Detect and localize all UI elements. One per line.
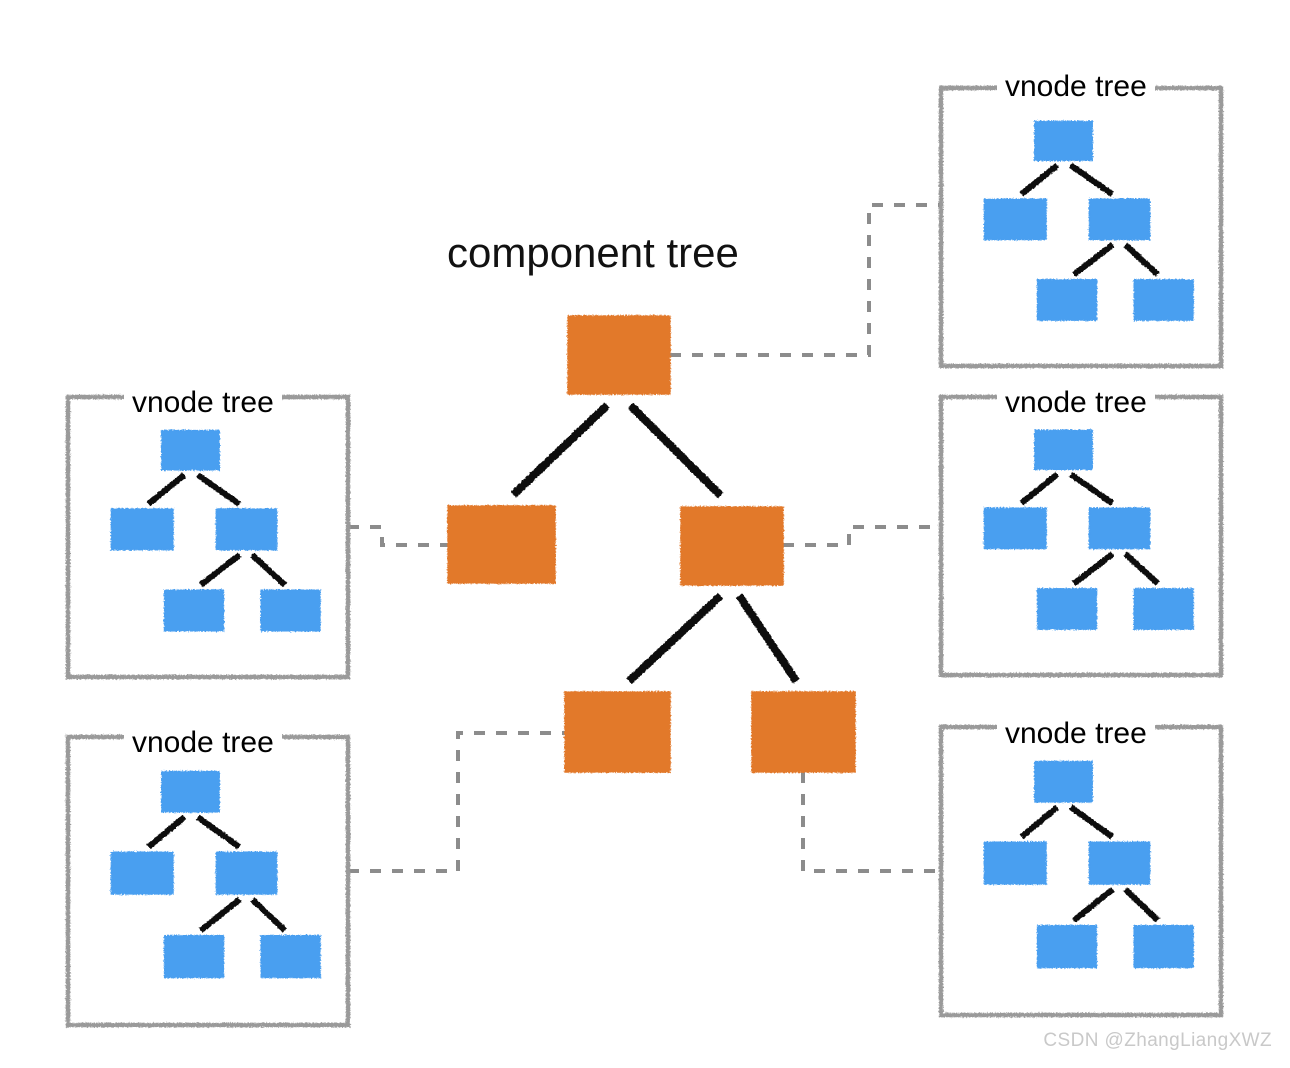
connector-middle-left [348, 525, 448, 547]
vnode-edge [1019, 804, 1060, 840]
vnode-edge [196, 472, 241, 507]
vnode-edge [1019, 163, 1060, 197]
vnode-tree-bottom-right [983, 760, 1194, 969]
component-node-child-left [447, 505, 556, 584]
vnode-box-v-leaf1 [1036, 279, 1098, 321]
vnode-box-v-leaf2 [260, 589, 321, 632]
connector-bottom-right [801, 772, 941, 873]
component-edge-root-to-child-left [510, 402, 611, 498]
component-tree-edges-group [510, 402, 800, 685]
vnode-box-v-right [1088, 507, 1151, 550]
vnode-edge [196, 814, 241, 850]
vnode-box-v-leaf2 [260, 934, 321, 979]
vnode-edge [250, 552, 287, 588]
vnode-box-v-left [110, 508, 174, 551]
vnode-tree-title-bottom-right: vnode tree [997, 719, 1155, 749]
connector-middle-right [783, 525, 941, 547]
vnode-tree-title-bottom-left: vnode tree [124, 728, 282, 758]
component-edge-root-to-child-right [627, 402, 724, 499]
vnode-box-v-root [161, 770, 220, 813]
vnode-box-v-leaf2 [1133, 588, 1194, 630]
component-tree-title: component tree [447, 229, 739, 276]
vnode-box-v-left [983, 198, 1047, 241]
vnode-box-v-leaf2 [1133, 924, 1194, 969]
vnode-tree-middle-left [110, 429, 321, 632]
vnode-edge [1123, 242, 1160, 277]
vnode-box-v-right [215, 851, 278, 895]
component-node-child-right [680, 506, 784, 586]
vnode-box-v-leaf2 [1133, 279, 1194, 321]
vnode-box-v-right [215, 508, 278, 551]
vnode-edge [198, 897, 242, 933]
vnode-edge [146, 472, 187, 507]
vnode-box-v-root [1034, 120, 1093, 162]
vnode-edge [1071, 242, 1115, 277]
vnode-box-v-leaf1 [1036, 924, 1098, 969]
vnode-edge [1071, 551, 1115, 586]
vnode-box-v-root [1034, 429, 1093, 471]
vnode-edge [1071, 887, 1115, 923]
vnode-tree-title-middle-right: vnode tree [997, 388, 1155, 418]
connector-bottom-left [348, 731, 565, 873]
vnode-box-v-root [1034, 760, 1093, 803]
vnode-box-v-left [110, 851, 174, 895]
component-edge-child-right-to-leaf-left [626, 592, 724, 685]
component-node-leaf-left [564, 691, 671, 773]
vnode-box-v-right [1088, 198, 1151, 241]
vnode-edge [1019, 472, 1060, 506]
vnode-tree-title-top-right: vnode tree [997, 72, 1155, 102]
vnode-box-v-leaf1 [1036, 588, 1098, 630]
vnode-edge [1123, 551, 1160, 586]
vnode-box-v-left [983, 841, 1047, 885]
vnode-box-v-left [983, 507, 1047, 550]
vnode-box-v-right [1088, 841, 1151, 885]
connector-lines-group [348, 203, 941, 873]
vnode-tree-bottom-left [110, 770, 321, 979]
vnode-edge [250, 897, 287, 933]
component-node-leaf-right [751, 691, 856, 773]
connector-top-right [670, 203, 941, 357]
vnode-box-v-leaf1 [163, 934, 225, 979]
vnode-box-v-root [161, 429, 220, 471]
component-node-root [567, 315, 671, 395]
watermark: CSDN @ZhangLiangXWZ [1043, 1030, 1272, 1051]
vnode-edge [1069, 471, 1114, 506]
vnode-edge [1069, 162, 1114, 197]
component-tree-nodes-group [447, 315, 856, 773]
vnode-edge [1069, 804, 1114, 840]
vnode-trees-group [110, 120, 1194, 979]
vnode-edge [198, 552, 242, 588]
vnode-box-v-leaf1 [163, 589, 225, 632]
component-edge-child-right-to-leaf-right [735, 593, 800, 684]
vnode-tree-top-right [983, 120, 1194, 321]
vnode-tree-title-middle-left: vnode tree [124, 388, 282, 418]
vnode-edge [146, 814, 187, 850]
vnode-tree-middle-right [983, 429, 1194, 630]
vnode-edge [1123, 887, 1160, 923]
